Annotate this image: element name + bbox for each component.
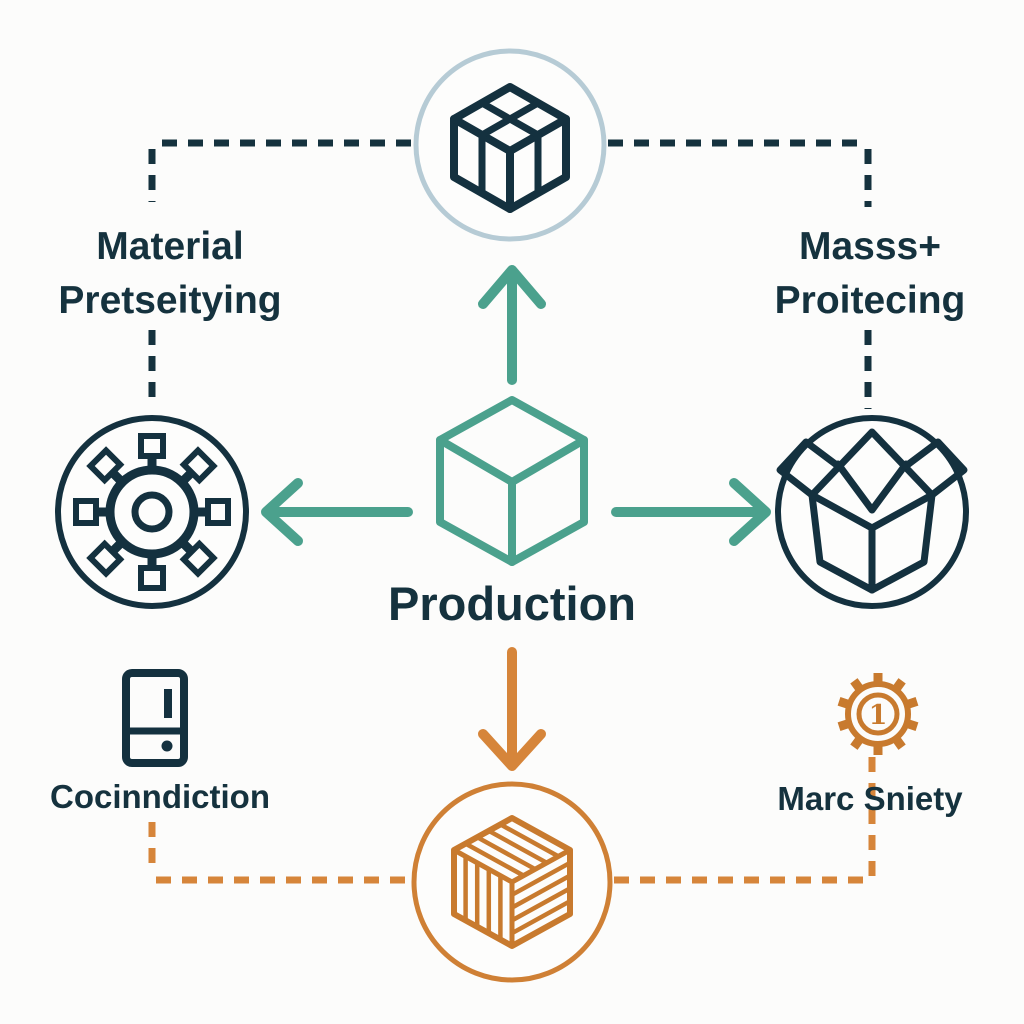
- modular-cube-icon: [450, 83, 570, 213]
- arrow-up: [478, 265, 546, 385]
- gear-badge-icon: 1: [837, 673, 919, 755]
- left-node-circle: [55, 415, 249, 609]
- label-masss-proitecing: Masss+ Proitecing: [718, 220, 1022, 328]
- open-box-icon: [776, 428, 968, 594]
- server-device-icon: [122, 669, 188, 767]
- label-production: Production: [387, 577, 637, 630]
- label-material-line1: Material: [96, 225, 244, 268]
- label-masss-line1: Masss+: [798, 225, 942, 268]
- gear-icon: [73, 433, 231, 591]
- label-marc-sniety: Marc Sniety: [777, 780, 963, 817]
- arrow-down: [478, 647, 546, 771]
- arrow-left: [261, 478, 413, 546]
- label-cocinndiction: Cocinndiction: [50, 778, 270, 815]
- cube-outline-icon: [436, 396, 588, 566]
- striped-container-icon: [451, 815, 573, 949]
- top-node-circle: [413, 48, 607, 242]
- label-material-pretseitying: Material Pretseitying: [18, 220, 322, 328]
- label-masss-line2: Proitecing: [774, 278, 966, 322]
- label-material-line2: Pretseitying: [58, 278, 282, 322]
- gear-badge-number: 1: [869, 700, 888, 731]
- arrow-right: [611, 478, 771, 546]
